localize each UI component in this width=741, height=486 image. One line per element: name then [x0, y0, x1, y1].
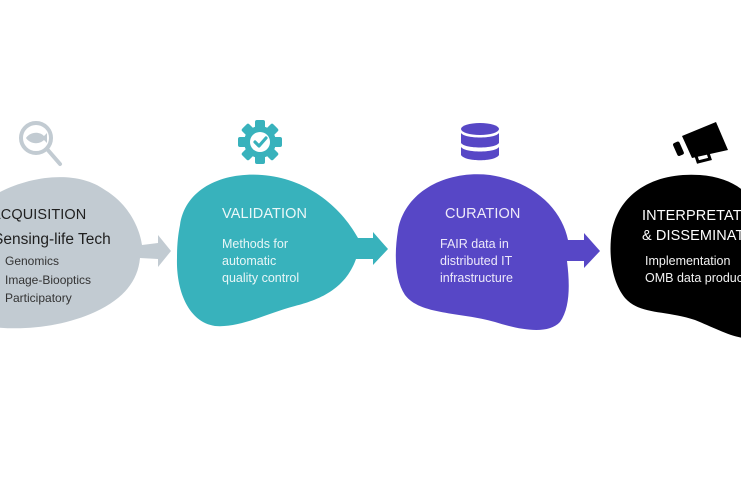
database-icon: [461, 123, 499, 161]
description-line: FAIR data in: [440, 237, 509, 251]
interpretation-blob: [610, 174, 741, 338]
gear-check-icon: [238, 120, 282, 164]
description-line: Methods for: [222, 237, 289, 251]
list-item: Image-Biooptics: [5, 272, 92, 287]
fish-magnifier-icon: [19, 121, 62, 166]
acquisition-subtitle: Sensing-life Tech: [0, 231, 111, 248]
acquisition-list: Genomics Image-Biooptics Participatory: [5, 252, 91, 308]
title-line: & DISSEMINATION: [642, 228, 741, 244]
curation-title: CURATION: [445, 206, 521, 222]
curation-blob: [395, 174, 600, 330]
description-line: infrastructure: [440, 271, 513, 285]
validation-description: Methods for automatic quality control: [222, 236, 299, 287]
list-item: Participatory: [5, 291, 72, 305]
description-line: automatic: [222, 254, 277, 268]
acquisition-blob: [0, 177, 171, 329]
title-line: INTERPRETATION: [642, 208, 741, 224]
description-line: Implementation: [645, 254, 731, 268]
description-line: distributed IT: [440, 254, 513, 268]
description-line: quality control: [222, 271, 300, 285]
list-item: Genomics: [5, 254, 60, 268]
acquisition-title: ACQUISITION: [0, 207, 87, 223]
curation-description: FAIR data in distributed IT infrastructu…: [440, 236, 513, 287]
validation-title: VALIDATION: [222, 206, 308, 222]
interpretation-description: Implementation OMB data products: [645, 253, 741, 287]
validation-blob: [176, 174, 388, 327]
interpretation-title: INTERPRETATION & DISSEMINATION: [642, 206, 741, 246]
description-line: OMB data products: [645, 271, 741, 285]
megaphone-icon: [673, 122, 728, 164]
